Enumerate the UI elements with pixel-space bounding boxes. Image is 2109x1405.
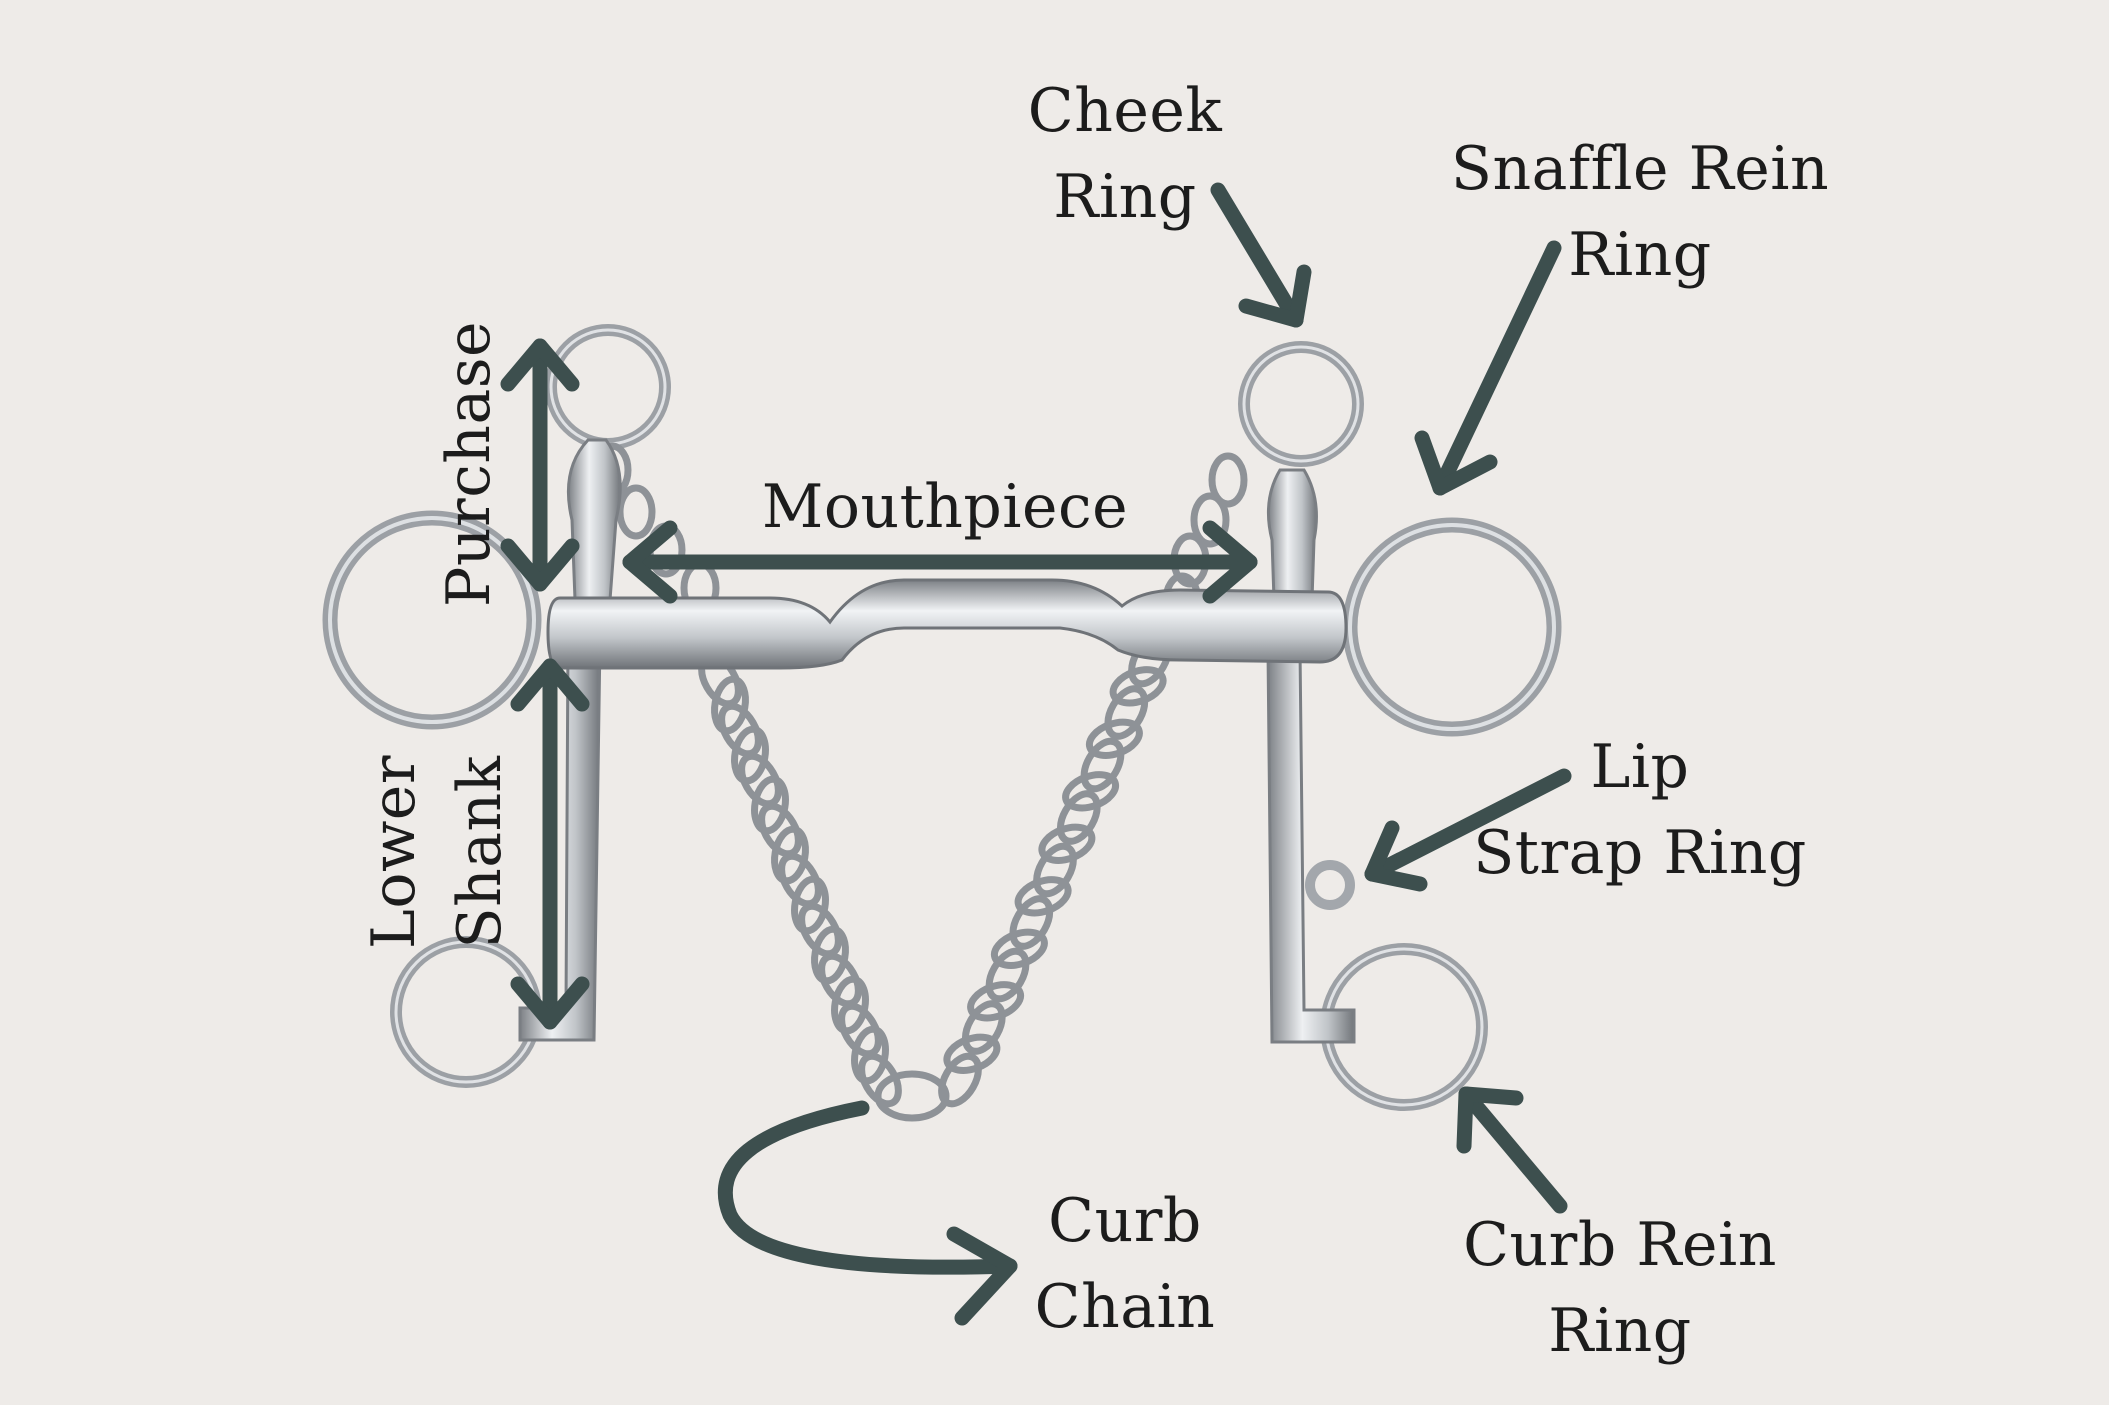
left-upper-cheek bbox=[566, 438, 622, 602]
chain-link bbox=[838, 1002, 882, 1058]
mouthpiece-arrow bbox=[622, 520, 1258, 604]
chain-link bbox=[1104, 685, 1149, 740]
chain-link bbox=[738, 752, 782, 808]
chain-link bbox=[778, 852, 822, 908]
cheek-ring-label: Cheek Ring bbox=[1027, 76, 1223, 232]
mouthpiece-label: Mouthpiece bbox=[761, 472, 1129, 542]
curb-chain-label: Curb Chain bbox=[1034, 1186, 1216, 1342]
mouthpiece-bar bbox=[546, 578, 1348, 670]
chain-link bbox=[718, 702, 762, 758]
lip-strap-loop bbox=[1305, 860, 1355, 910]
purchase-label: Purchase bbox=[434, 320, 504, 607]
chain-link bbox=[1080, 737, 1125, 793]
cheek-ring-arrow bbox=[1210, 182, 1312, 328]
chain-link bbox=[818, 952, 862, 1008]
curb-rein-ring-arrow bbox=[1456, 1086, 1568, 1214]
lip-strap-ring-arrow bbox=[1364, 768, 1572, 892]
chain-link bbox=[985, 947, 1030, 1003]
chain-link bbox=[798, 902, 842, 958]
chain-link bbox=[961, 1000, 1006, 1055]
lip-strap-ring-label: Lip Strap Ring bbox=[1473, 732, 1807, 888]
chain-link bbox=[1009, 895, 1054, 950]
snaffle-rein-ring-arrow bbox=[1414, 240, 1562, 496]
curb-chain-links bbox=[698, 632, 1172, 1122]
purchase-arrow bbox=[500, 338, 580, 592]
right-upper-cheek bbox=[1266, 468, 1318, 602]
chain-link bbox=[874, 1070, 950, 1122]
chain-link bbox=[1033, 842, 1077, 898]
lower-shank-arrow bbox=[510, 658, 590, 1030]
snaffle-rein-ring-label: Snaffle Rein Ring bbox=[1450, 134, 1830, 290]
curb-chain-arrow bbox=[717, 1100, 1018, 1326]
bit-illustration bbox=[322, 324, 1562, 1122]
lower-shank-label: Lower Shank bbox=[359, 755, 515, 950]
curb-rein-ring-label: Curb Rein Ring bbox=[1463, 1210, 1777, 1366]
chain-link bbox=[858, 1052, 902, 1108]
chain-link bbox=[758, 802, 802, 858]
chain-link bbox=[1056, 790, 1101, 845]
